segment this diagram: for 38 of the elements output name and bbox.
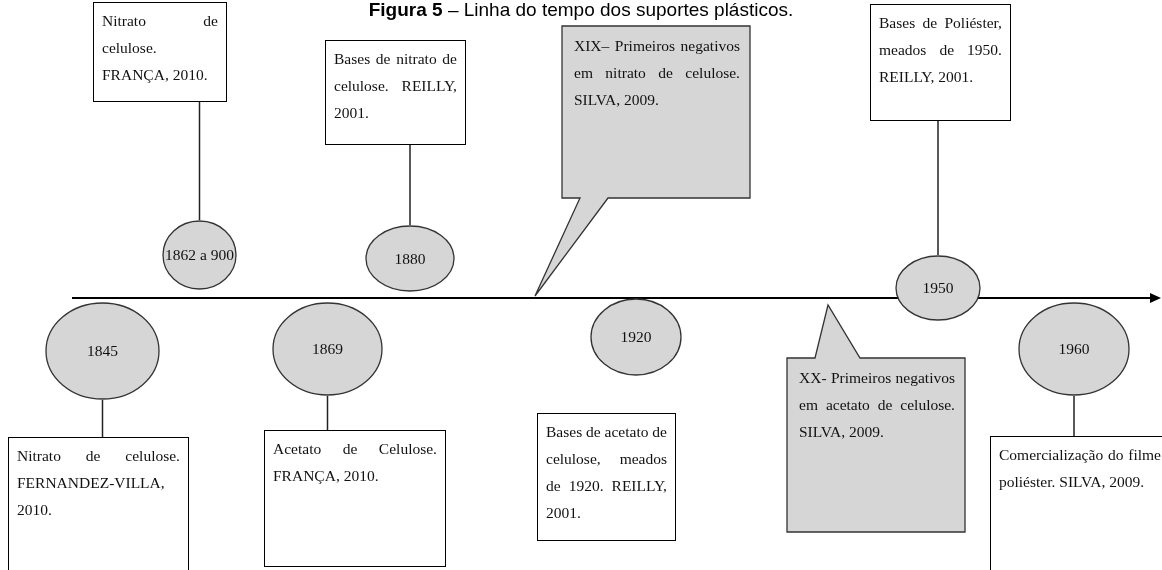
connector-line [409, 144, 411, 226]
connector-line [1073, 395, 1075, 437]
description-text: Bases de acetato de celulose, meados de 1920. REILLY, 2001. [546, 422, 667, 523]
speech-callout [785, 303, 967, 534]
text-box [537, 413, 676, 541]
description-text: Bases de Poliéster, meados de 1950. REILLY, 2001. [879, 13, 1002, 87]
text-box [8, 437, 189, 570]
connector-line [937, 120, 939, 256]
text-box [264, 430, 446, 567]
year-ellipse [1018, 302, 1130, 396]
year-label: 1845 [87, 341, 118, 361]
figure-title: Figura 5 – Linha do tempo dos suportes plásticos. [367, 0, 795, 20]
year-label: 1880 [394, 248, 426, 269]
description-text: Bases de nitrato de celulose. REILLY, 2001. [334, 49, 457, 123]
year-label: 1869 [312, 339, 343, 359]
text-box [93, 2, 227, 102]
year-ellipse [590, 298, 682, 376]
year-ellipse [272, 302, 383, 396]
text-box [870, 4, 1011, 121]
text-box [325, 40, 466, 145]
year-ellipse [45, 302, 160, 400]
description-text: Nitrato de celulose. FRANÇA, 2010. [102, 11, 218, 85]
description-text: XX- Primeiros negativos em acetato de celulose. SILVA, 2009. [799, 368, 955, 442]
year-label: 1950 [922, 278, 954, 298]
year-label: 1920 [620, 327, 652, 347]
description-text: Comercialização do filme poliéster. SILVA, 2009. [999, 445, 1161, 492]
year-label: 1862 a 900 [165, 245, 234, 265]
connector-line [198, 101, 201, 221]
year-label: 1960 [1058, 339, 1090, 359]
year-ellipse [162, 220, 237, 290]
year-ellipse [895, 255, 981, 321]
description-text: Acetato de Celulose. FRANÇA, 2010. [273, 439, 437, 486]
text-box [990, 436, 1162, 570]
connector-line [326, 395, 329, 431]
year-ellipse [365, 225, 455, 292]
description-text: XIX– Primeiros negativos em nitrato de celulose. SILVA, 2009. [574, 36, 740, 110]
description-text: Nitrato de celulose. FERNANDEZ-VILLA, 2010. [17, 446, 180, 520]
connector-line [101, 399, 104, 438]
